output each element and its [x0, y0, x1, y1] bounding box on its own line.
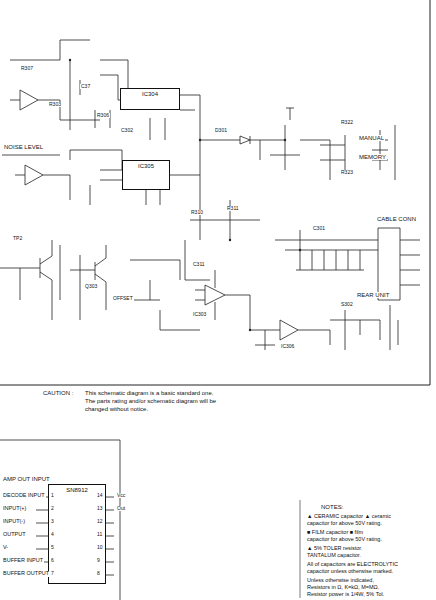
part-label: C301 [312, 226, 326, 231]
notes-text: All of capacitors are ELECTROLYTIC [306, 562, 399, 568]
pin-label: 2 [50, 506, 55, 511]
caution-note: This schematic diagram is a basic standa… [84, 390, 214, 396]
notes-text: ▲ 5% TOLER resistor. [306, 546, 363, 552]
pin-label: 11 [96, 532, 103, 537]
pin-label: 4 [50, 532, 55, 537]
part-label: C311 [192, 262, 206, 267]
notes-text: TANTALUM capacitor. [306, 553, 362, 559]
part-label: R323 [340, 170, 354, 175]
pin-label: 3 [50, 519, 55, 524]
part-label: R306 [96, 113, 110, 118]
ic-chip: IC305 [122, 160, 170, 190]
pin-label: INPUT(+) [2, 506, 27, 512]
chip-label: IC305 [123, 161, 169, 171]
notes-text: capacitor for above 50V rating. [306, 537, 383, 543]
pin-label: 5 [50, 545, 55, 550]
part-label: NOISE LEVEL [3, 144, 44, 150]
part-label: S302 [340, 302, 354, 307]
pin-label: AMP OUT INPUT [2, 476, 51, 482]
part-label: D301 [214, 128, 228, 133]
pin-label: BUFFER OUTPUT [2, 571, 50, 577]
part-label: MANUAL [358, 135, 385, 141]
notes-text: ■ FILM capacitor ■ film [306, 530, 364, 536]
notes-text: Resistors in Ω, K=kΩ, M=MΩ. [306, 585, 380, 591]
pin-label: 10 [96, 545, 104, 550]
part-label: IC306 [280, 344, 295, 349]
part-label: R322 [340, 120, 354, 125]
notes-text: NOTES: [320, 504, 344, 510]
part-label: R311 [226, 206, 240, 211]
pin-label: BUFFER INPUT [2, 558, 44, 564]
pin-label: 9 [96, 558, 101, 563]
pin-label: OUTPUT [2, 532, 27, 538]
notes-text: capacitor for above 50V rating. [306, 521, 383, 527]
part-label: CABLE CONN [376, 216, 417, 222]
ic-chip: IC304 [120, 88, 180, 110]
chip-label: IC304 [121, 89, 179, 99]
part-label: R307 [20, 66, 34, 71]
pin-label: Out [116, 506, 126, 511]
notes-text: Unless otherwise indicated, [306, 578, 375, 584]
pin-label: 6 [50, 558, 55, 563]
caution-note: CAUTION : [42, 390, 74, 396]
part-label: Q303 [84, 284, 98, 289]
notes-text: ▲ CERAMIC capacitor ▲ ceramic [306, 514, 392, 520]
part-label: R303 [48, 102, 62, 107]
pin-label: 14 [96, 493, 104, 498]
caution-note: changed without notice. [84, 406, 149, 412]
part-label: C302 [120, 128, 134, 133]
pin-label: 1 [50, 493, 55, 498]
part-label: OFFSET [112, 296, 134, 301]
part-label: REAR UNIT [356, 292, 390, 298]
pin-label: 13 [96, 506, 104, 511]
pin-label: 7 [50, 571, 55, 576]
part-label: R310 [190, 210, 204, 215]
pin-label: DECODE INPUT [2, 493, 46, 499]
part-label: IC303 [192, 312, 207, 317]
pin-label: 12 [96, 519, 104, 524]
part-label: TP2 [12, 236, 23, 241]
notes-text: capacitor unless otherwise marked. [306, 569, 394, 575]
part-label: C37 [80, 84, 91, 89]
pin-label: Vcc [116, 493, 126, 498]
pin-label: 8 [96, 571, 101, 576]
pin-label: INPUT(-) [2, 519, 26, 525]
caution-note: The parts rating and/or schematic diagra… [84, 398, 217, 404]
pin-label: V- [2, 545, 9, 551]
part-label: MEMORY [358, 154, 387, 160]
notes-text: Resistor power is 1/4W, 5% Tol. [306, 592, 385, 598]
